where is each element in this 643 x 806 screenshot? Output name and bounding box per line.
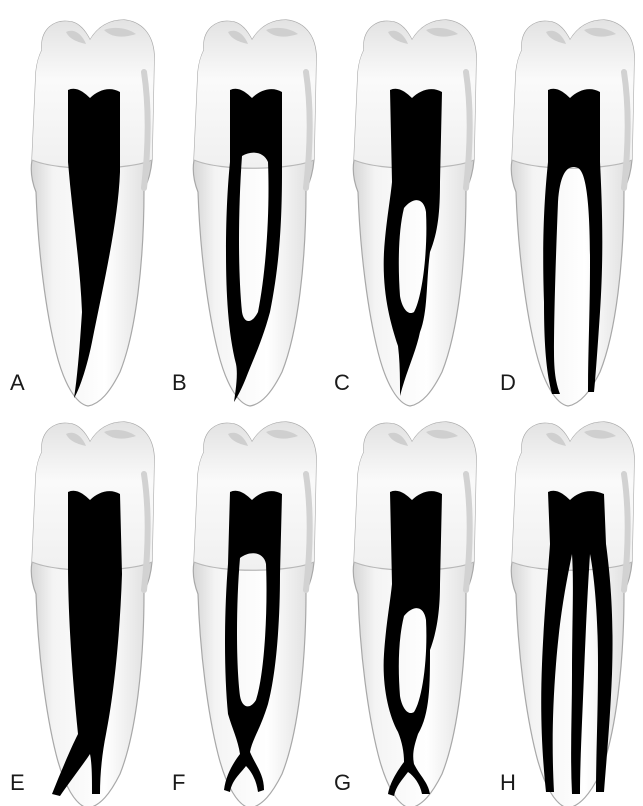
panel-label-d: D: [500, 370, 516, 395]
canal-h: [541, 491, 612, 794]
tooth-panel-f: [193, 422, 316, 806]
panel-label-g: G: [334, 770, 351, 795]
tooth-panel-c: [353, 20, 476, 406]
panel-label-f: F: [172, 770, 185, 795]
tooth-panel-g: [353, 422, 476, 806]
tooth-panel-h: [511, 422, 634, 806]
panel-label-a: A: [10, 370, 25, 395]
panel-label-b: B: [172, 370, 187, 395]
panel-label-c: C: [334, 370, 350, 395]
tooth-panel-a: [31, 20, 154, 406]
tooth-panel-e: [31, 422, 154, 806]
panel-label-h: H: [500, 770, 516, 795]
tooth-panel-d: [511, 20, 634, 406]
tooth-panel-b: [193, 20, 316, 406]
panel-label-e: E: [10, 770, 25, 795]
